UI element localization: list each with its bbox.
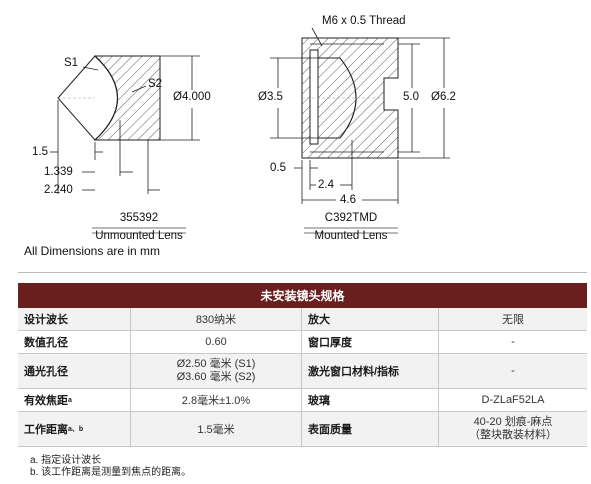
table-row: 设计波长 830纳米 放大 无限: [18, 308, 587, 331]
clear-aperture-s1: Ø2.50 毫米 (S1): [176, 358, 256, 370]
row-label: 窗口厚度: [308, 337, 352, 349]
unmounted-dim-2-240: 2.240: [44, 184, 73, 196]
table-row: 数值孔径 0.60 窗口厚度 -: [18, 331, 587, 354]
wd-footnote-ref: a、b: [68, 426, 84, 433]
s1-label: S1: [64, 57, 79, 69]
mounted-caption: C392TMD Mounted Lens: [304, 212, 398, 242]
footnotes: a. 指定设计波长 b. 该工作距离是测量到焦点的距离。: [30, 455, 191, 479]
row-label: 数值孔径: [24, 337, 68, 349]
mounted-dim-2-4: 2.4: [318, 179, 334, 191]
row-value: D-ZLaF52LA: [438, 389, 587, 411]
row-value: 40-20 划痕-麻点 （整块散装材料）: [438, 412, 587, 446]
s2-label: S2: [148, 78, 163, 90]
mounted-dimension-lines: [270, 27, 450, 204]
thread-label: M6 x 0.5 Thread: [322, 15, 406, 27]
footnote-b: b. 该工作距离是测量到焦点的距离。: [30, 467, 192, 478]
table-row: 通光孔径 Ø2.50 毫米 (S1) Ø3.60 毫米 (S2) 激光窗口材料/…: [18, 354, 587, 389]
row-value: 无限: [438, 308, 587, 330]
mounted-dim-0-5: 0.5: [270, 162, 286, 174]
mechanical-drawing-svg: [50, 27, 450, 234]
footnote-a: a. 指定设计波长: [30, 455, 102, 466]
mounted-lens-shape: [301, 37, 399, 159]
unmounted-diameter-label: Ø4.000: [173, 91, 211, 103]
row-value: -: [438, 354, 587, 388]
row-value: 830纳米: [130, 308, 302, 330]
all-dimensions-note: All Dimensions are in mm: [24, 244, 161, 258]
row-value: -: [438, 331, 587, 353]
spec-table: 设计波长 830纳米 放大 无限 数值孔径 0.60 窗口厚度 - 通光孔径 Ø…: [18, 308, 587, 447]
row-value: 1.5毫米: [130, 412, 302, 446]
efl-label: 有效焦距: [24, 395, 68, 407]
row-label: 激光窗口材料/指标: [308, 366, 400, 378]
mounted-caption-text: Mounted Lens: [314, 230, 388, 242]
row-label: 通光孔径: [24, 366, 68, 378]
row-value: 2.8毫米±1.0%: [130, 389, 302, 411]
spec-table-title: 未安装镜头规格: [18, 283, 587, 308]
unmounted-caption-text: Unmounted Lens: [95, 230, 183, 242]
row-value: 0.60: [130, 331, 302, 353]
row-label: 玻璃: [308, 395, 330, 407]
mounted-part-number: C392TMD: [324, 212, 378, 224]
wd-label: 工作距离: [24, 424, 68, 436]
lens-drawing: S1 S2 Ø4.000 1.5 1.339 2.240 M6 x 0.5 Th…: [24, 15, 456, 258]
unmounted-lens-shape: [57, 55, 161, 141]
unmounted-part-number: 355392: [119, 212, 159, 224]
divider: [18, 272, 587, 273]
unmounted-caption: 355392 Unmounted Lens: [92, 212, 186, 242]
efl-footnote-ref: a: [68, 396, 72, 404]
row-label: 表面质量: [308, 424, 352, 436]
unmounted-dimension-lines: [50, 55, 200, 194]
row-value: Ø2.50 毫米 (S1) Ø3.60 毫米 (S2): [130, 354, 302, 388]
mounted-outer-diameter-label: Ø6.2: [431, 91, 456, 103]
clear-aperture-s2: Ø3.60 毫米 (S2): [176, 371, 256, 383]
unmounted-dim-1-339: 1.339: [44, 166, 73, 178]
surface-quality-note: （整块散装材料）: [469, 429, 557, 441]
unmounted-dim-1-5: 1.5: [32, 146, 48, 158]
mounted-inner-diameter-label: Ø3.5: [258, 91, 283, 103]
row-label: 设计波长: [24, 314, 68, 326]
row-label: 放大: [308, 314, 330, 326]
surface-quality-value: 40-20 划痕-麻点: [473, 416, 553, 428]
mounted-dim-4-6: 4.6: [340, 194, 356, 206]
mounted-height-label: 5.0: [403, 91, 419, 103]
